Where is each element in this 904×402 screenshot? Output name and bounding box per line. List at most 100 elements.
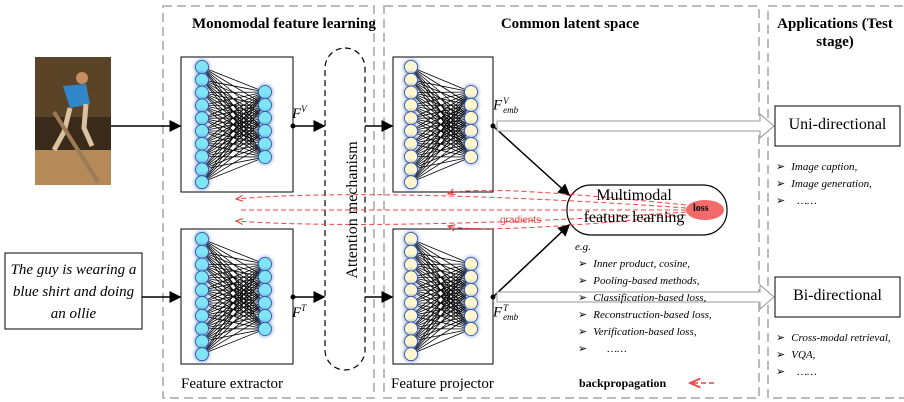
neuron (195, 162, 209, 177)
neuron (404, 72, 418, 87)
list-item: ➢Image generation, (776, 178, 872, 190)
neuron (258, 296, 272, 310)
emb-t-to-loss-arrow (492, 223, 571, 298)
visual-extractor-network (194, 59, 273, 191)
neuron (464, 98, 478, 112)
neuron (404, 283, 418, 298)
ft-label: FT (292, 303, 307, 321)
neuron (464, 283, 478, 297)
neuron (404, 124, 418, 138)
neuron (195, 60, 209, 74)
list-item: ➢…… (578, 343, 627, 355)
text-input-sentence: The guy is wearing a blue shirt and doin… (10, 262, 137, 322)
visual-projector-network (403, 59, 479, 191)
neuron (258, 309, 272, 323)
applications-panel (767, 5, 904, 399)
neuron (464, 111, 478, 125)
neuron (195, 257, 209, 272)
uni-directional-label: Uni-directional (788, 116, 887, 133)
text-extractor-network (194, 231, 273, 363)
neuron (258, 150, 272, 164)
neuron (464, 150, 478, 164)
bi-directional-box (774, 276, 901, 318)
uni-directional-box (774, 105, 901, 147)
list-item: ➢Pooling-based methods, (578, 275, 700, 287)
neuron (404, 347, 418, 362)
neuron (464, 85, 478, 99)
neuron (404, 136, 418, 151)
gradient-lines (236, 190, 687, 228)
loss-label: loss (693, 203, 709, 214)
emb-v-to-loss-arrow (492, 125, 571, 197)
attention-label: Attention mechanism (344, 141, 361, 279)
loss-methods-list: ➢Inner product, cosine, ➢Pooling-based m… (578, 256, 712, 358)
multimodal-label: Multimodal feature learning (583, 187, 685, 226)
neuron (258, 98, 272, 112)
neuron (404, 85, 418, 100)
neuron (404, 257, 418, 272)
neuron (464, 309, 478, 323)
gradients-label: gradients (500, 215, 542, 226)
neuron (195, 283, 209, 298)
neuron (195, 72, 209, 87)
list-item: ➢VQA, (776, 349, 816, 361)
feature-extractor-label: Feature extractor (181, 376, 284, 392)
backprop-label: backpropagation (579, 376, 667, 390)
neuron (404, 334, 418, 349)
neuron (195, 244, 209, 259)
neuron (404, 270, 418, 285)
neuron (195, 347, 209, 362)
neuron (404, 111, 418, 126)
neuron (195, 124, 209, 138)
common-latent-title: Common latent space (500, 16, 640, 32)
text-projector-network (403, 231, 479, 363)
text-input-box (4, 252, 143, 330)
neuron (464, 322, 478, 336)
neuron (195, 136, 209, 151)
applications-title: Applications (Test stage) (777, 16, 893, 50)
skateboard-photo (35, 57, 111, 185)
neuron (404, 244, 418, 259)
neuron (404, 162, 418, 177)
neuron (464, 124, 478, 138)
list-item: ➢…… (776, 195, 817, 207)
neuron (464, 270, 478, 284)
neuron (195, 308, 209, 323)
neuron (258, 270, 272, 284)
loss-ellipse (686, 200, 724, 220)
neuron (404, 149, 418, 164)
fv-label: FV (292, 104, 307, 122)
neuron (404, 308, 418, 323)
neuron (195, 98, 209, 113)
neuron (195, 111, 209, 126)
uni-apps-list: ➢Image caption, ➢Image generation, ➢…… (776, 159, 872, 210)
neuron (195, 149, 209, 164)
neuron (464, 257, 478, 271)
neuron (258, 283, 272, 297)
neuron (404, 232, 418, 246)
neuron (195, 321, 209, 336)
list-item: ➢Reconstruction-based loss, (578, 309, 712, 321)
neuron (195, 296, 209, 310)
neuron (195, 175, 209, 190)
neuron (195, 334, 209, 349)
neuron (258, 257, 272, 271)
list-item: ➢Cross-modal retrieval, (776, 332, 891, 344)
neuron (258, 85, 272, 99)
neuron (195, 270, 209, 285)
list-item: ➢…… (776, 366, 817, 378)
list-item: ➢Verification-based loss, (578, 326, 697, 338)
eg-label: e.g. (575, 241, 591, 253)
monomodal-title: Monomodal feature learning (192, 16, 376, 32)
bi-directional-label: Bi-directional (793, 287, 882, 304)
neuron (195, 232, 209, 246)
neuron (258, 137, 272, 151)
uni-hollow-arrow (496, 112, 775, 140)
neuron (258, 111, 272, 125)
neuron (258, 322, 272, 336)
neuron (404, 98, 418, 113)
neuron (404, 175, 418, 190)
neuron (404, 296, 418, 310)
neuron (464, 296, 478, 310)
